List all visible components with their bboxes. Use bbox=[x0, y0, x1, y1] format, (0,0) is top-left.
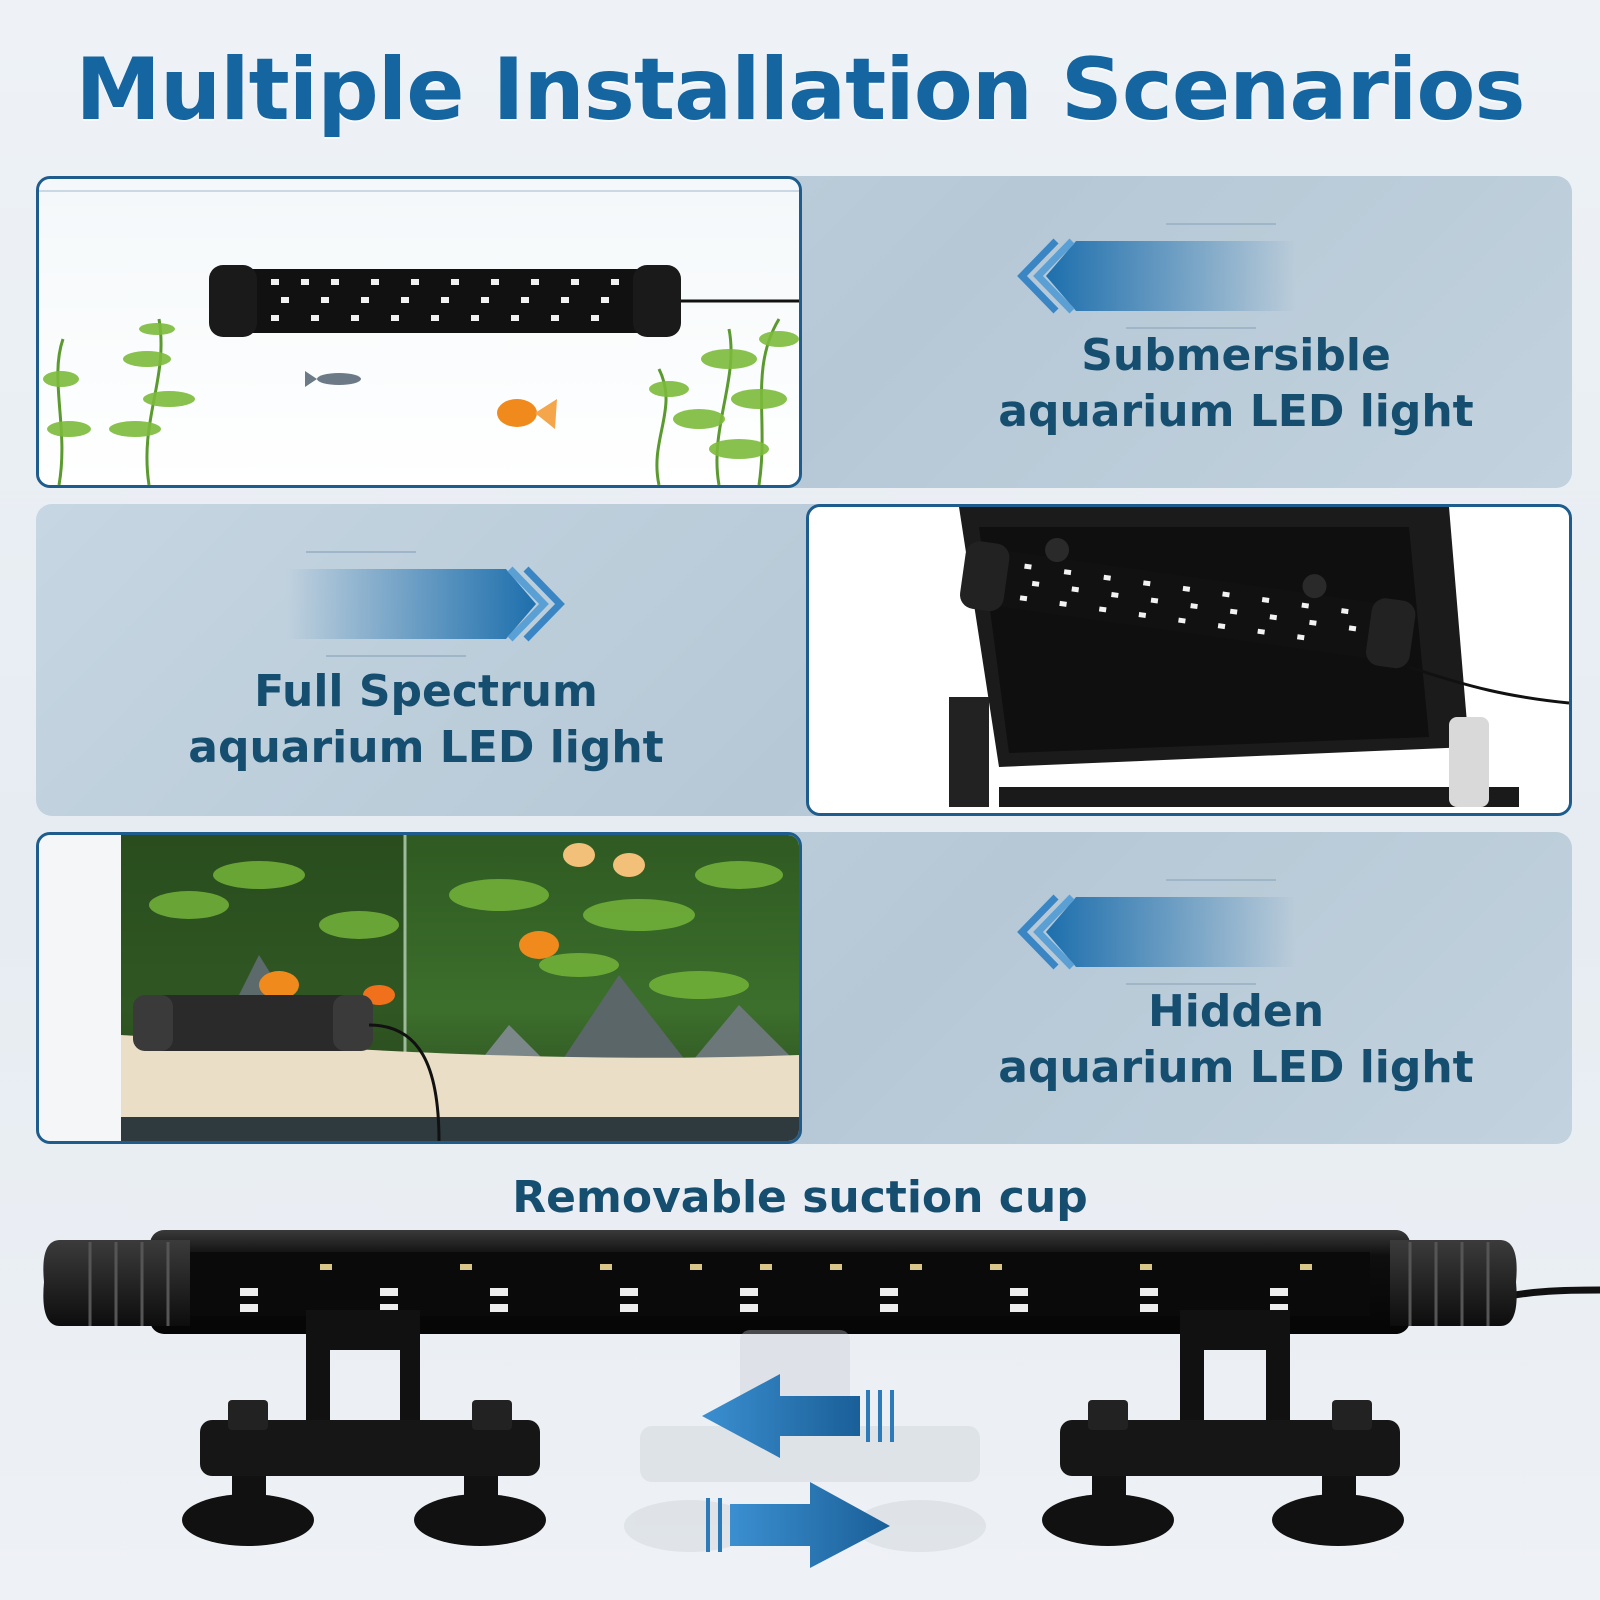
caption-hidden: Hidden aquarium LED light bbox=[916, 984, 1556, 1096]
scenario-row-submersible: Submersible aquarium LED light bbox=[36, 176, 1572, 488]
caption-line2: aquarium LED light bbox=[998, 1042, 1474, 1093]
led-bar-with-suction-cups bbox=[43, 1230, 1600, 1568]
page-title: Multiple Installation Scenarios bbox=[75, 40, 1525, 140]
caption-line2: aquarium LED light bbox=[188, 722, 664, 773]
caption-line2: aquarium LED light bbox=[998, 386, 1474, 437]
suction-cup-title: Removable suction cup bbox=[512, 1172, 1088, 1223]
right-arrow-icon bbox=[286, 551, 565, 657]
caption-line1: Full Spectrum bbox=[254, 666, 598, 717]
caption-line1: Hidden bbox=[1147, 986, 1325, 1037]
left-arrow-icon bbox=[1017, 879, 1296, 985]
submersible-photo bbox=[36, 176, 802, 488]
scenario-row-hidden: Hidden aquarium LED light bbox=[36, 832, 1572, 1144]
move-left-arrow-icon bbox=[702, 1374, 894, 1458]
move-right-arrow-icon bbox=[706, 1482, 890, 1568]
hidden-photo bbox=[36, 832, 802, 1144]
caption-full-spectrum: Full Spectrum aquarium LED light bbox=[106, 664, 746, 776]
scenario-row-full-spectrum: Full Spectrum aquarium LED light bbox=[36, 504, 1572, 816]
full-spectrum-photo bbox=[806, 504, 1572, 816]
caption-submersible: Submersible aquarium LED light bbox=[916, 328, 1556, 440]
left-arrow-icon bbox=[1017, 223, 1296, 329]
caption-line1: Submersible bbox=[1081, 330, 1391, 381]
